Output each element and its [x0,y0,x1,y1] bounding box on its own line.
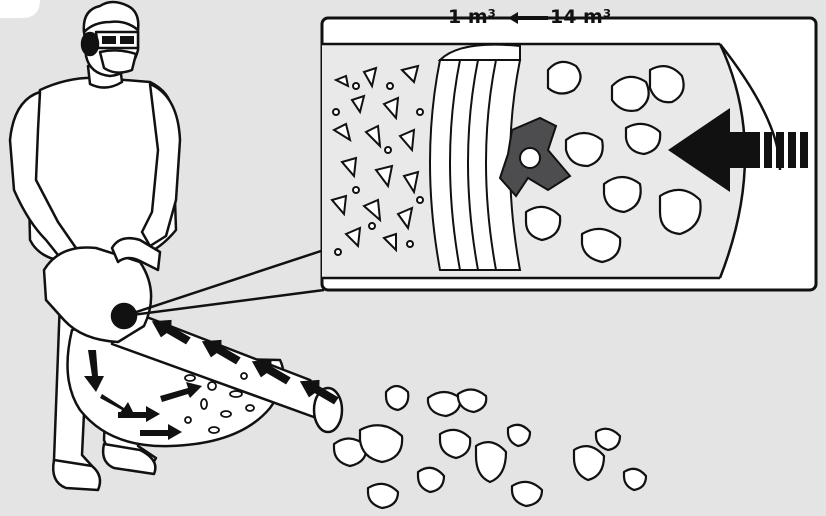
leaf [566,133,603,166]
leaf [440,430,470,458]
leaf [626,124,660,154]
ear-defender [82,33,98,55]
leaf [574,446,604,480]
left-arrow-icon [508,12,548,24]
leaf [624,469,646,490]
leaf [596,429,620,450]
leaf [428,392,460,416]
leaf [508,425,530,446]
ground-leaves [334,386,646,508]
leaf-vacuum-device [44,238,342,446]
leaf [512,482,542,506]
leaf [612,77,649,111]
leaf [418,468,444,492]
person-left-shoe [53,460,100,490]
leaf [526,207,560,240]
original-volume-label: 14 m³ [550,4,611,30]
leaf [368,484,398,508]
leaf [360,425,402,462]
magnified-panel [322,18,816,290]
leaf [458,389,486,412]
leaf [386,386,408,410]
leaf [548,62,581,94]
person-right-shoe [103,444,155,474]
leaf [604,177,641,212]
leaf [650,66,684,102]
corner-tab [0,0,40,18]
leaf [476,442,506,482]
dust-mask [100,50,136,72]
reduced-volume-label: 1 m³ [448,4,496,30]
